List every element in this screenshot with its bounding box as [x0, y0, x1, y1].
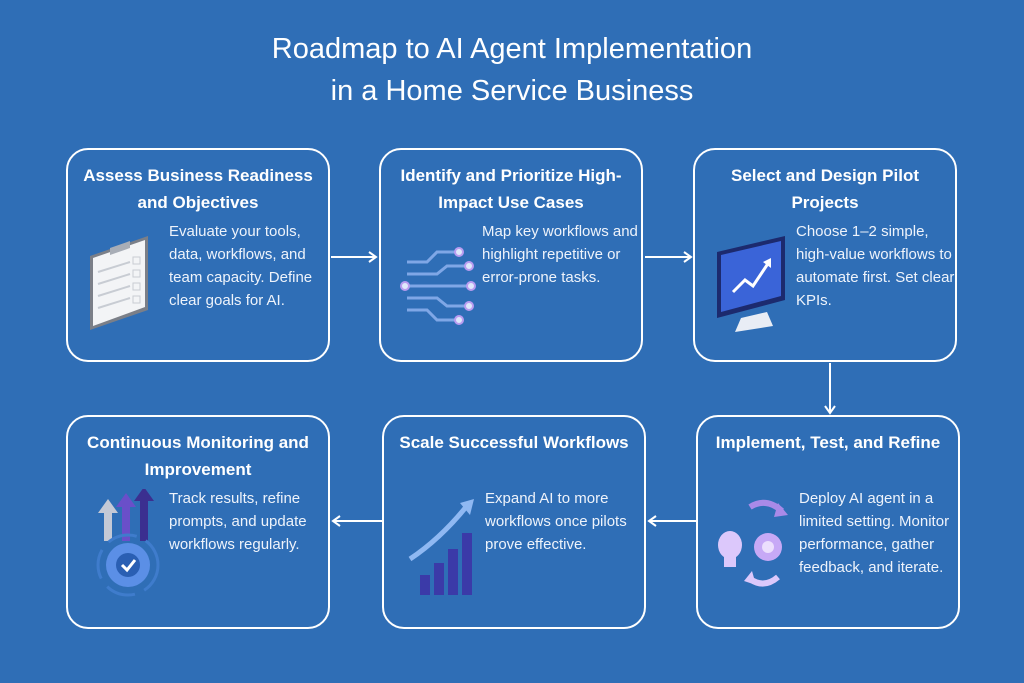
page-title: Roadmap to AI Agent Implementation in a …: [0, 28, 1024, 112]
arrowhead: [647, 515, 657, 527]
arrowhead: [683, 251, 693, 263]
step-title: Implement, Test, and Refine: [715, 433, 941, 452]
step-card-select: Select and Design Pilot Projects Choose …: [693, 148, 957, 362]
title-line-2: in a Home Service Business: [330, 75, 694, 107]
title-line-1: Roadmap to AI Agent Implementation: [271, 33, 753, 65]
gear-check-arrows-icon: [96, 489, 160, 597]
step-description: Evaluate your tools, data, workflows, an…: [169, 223, 313, 309]
step-card-monitor: Continuous Monitoring and Improvement Tr…: [66, 415, 330, 629]
step-title: Assess Business Readiness and Objectives: [83, 166, 313, 212]
step-card-scale: Scale Successful Workflows Expand AI to …: [382, 415, 646, 629]
step-title: Continuous Monitoring and Improvement: [87, 433, 309, 479]
step-card-implement: Implement, Test, and Refine Deploy AI ag…: [696, 415, 960, 629]
lightbulb-gear-cycle-icon: [718, 499, 788, 587]
step-card-assess: Assess Business Readiness and Objectives…: [66, 148, 330, 362]
step-title: Identify and Prioritize High-Impact Use …: [400, 166, 622, 212]
step-description: Map key workflows and highlight repetiti…: [482, 223, 638, 286]
step-description: Expand AI to more workflows once pilots …: [485, 490, 627, 553]
clipboard-checklist-icon: [90, 236, 148, 330]
step-card-identify: Identify and Prioritize High-Impact Use …: [379, 148, 643, 362]
step-description: Choose 1–2 simple, high-value workflows …: [796, 223, 955, 309]
step-description: Deploy AI agent in a limited setting. Mo…: [799, 490, 950, 576]
step-title: Select and Design Pilot Projects: [731, 166, 919, 212]
arrowhead: [331, 515, 341, 527]
growth-bars-icon: [408, 499, 474, 595]
monitor-chart-icon: [717, 236, 785, 332]
step-title: Scale Successful Workflows: [399, 433, 629, 452]
arrowhead: [368, 251, 378, 263]
workflow-network-icon: [400, 247, 476, 325]
arrowhead: [824, 405, 836, 415]
step-description: Track results, refine prompts, and updat…: [169, 490, 307, 553]
